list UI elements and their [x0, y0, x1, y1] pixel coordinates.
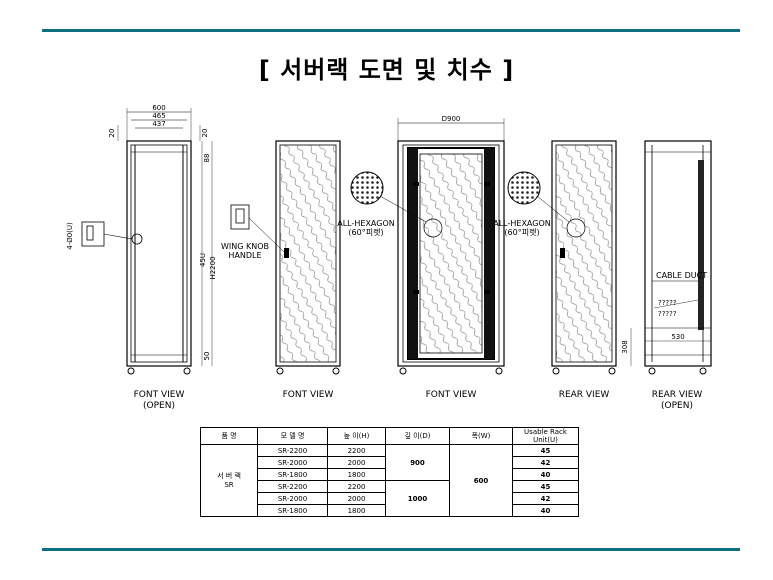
dim-437: 437 — [152, 120, 165, 128]
dim-knob: 4-Ø0(U) — [66, 222, 74, 250]
table-row: SR-2200 2200 1000 45 — [201, 480, 579, 517]
height-cell: 2000 — [327, 492, 386, 505]
dim-h2200: H2200 — [209, 256, 217, 279]
page-title: [ 서버랙 도면 및 치수 ] — [258, 56, 515, 84]
units-cell: 40 — [512, 504, 579, 517]
view-label-front: FONT VIEW — [282, 390, 334, 400]
model-cell: SR-2200 — [257, 444, 328, 457]
depth-cell-900: 900 — [385, 444, 450, 481]
model-cell: SR-2000 — [257, 456, 328, 469]
model-cell: SR-1800 — [257, 504, 328, 517]
height-cell: 2200 — [327, 444, 386, 457]
table-header-row: 품 명 모 델 명 높 이(H) 깊 이(D) 폭(W) Usable Rack… — [200, 427, 579, 445]
depth-cell-1000: 1000 — [385, 480, 450, 517]
header-product: 품 명 — [200, 427, 258, 445]
dim-20-right: 20 — [201, 129, 209, 138]
units-cell: 45 — [512, 480, 579, 493]
front-view-open: 600 465 437 20 20 45U H2200 88 50 4-Ø0(U… — [66, 104, 217, 375]
units-cell: 42 — [512, 492, 579, 505]
hexagon-label-front: ALL-HEXAGON(60°피렛) — [337, 219, 395, 237]
rear-note-2: ????? — [658, 299, 677, 307]
units-cell: 45 — [512, 444, 579, 457]
spec-table: 품 명 모 델 명 높 이(H) 깊 이(D) 폭(W) Usable Rack… — [200, 427, 579, 517]
height-cell: 1800 — [327, 468, 386, 481]
table-row: 서 버 랙 SR SR-2200 2200 900 600 45 — [200, 444, 579, 517]
view-label-rear-open: REAR VIEW (OPEN) — [651, 390, 703, 411]
hexagon-label-rear: ALL-HEXAGON(60°피렛) — [493, 219, 551, 237]
header-height: 높 이(H) — [327, 427, 386, 445]
header-model: 모 델 명 — [257, 427, 328, 445]
dim-308: 308 — [621, 340, 629, 353]
dim-20-left: 20 — [108, 129, 116, 138]
model-cell: SR-1800 — [257, 468, 328, 481]
rack-drawings: 600 465 437 20 20 45U H2200 88 50 4-Ø0(U… — [66, 104, 712, 375]
height-cell: 1800 — [327, 504, 386, 517]
product-cell: 서 버 랙 SR — [200, 444, 258, 517]
front-view-door: D900 ALL-HEXAGON(60°피렛) — [337, 115, 505, 375]
header-units: Usable Rack Unit(U) — [512, 427, 579, 445]
table-row: SR-1800 1800 40 — [201, 504, 579, 517]
model-cell: SR-2200 — [257, 480, 328, 493]
view-label-front-door: FONT VIEW — [425, 390, 477, 400]
dim-45u: 45U — [199, 253, 207, 267]
header-depth: 깊 이(D) — [385, 427, 450, 445]
dim-d900: D900 — [442, 115, 461, 123]
top-divider — [42, 29, 740, 32]
dim-465: 465 — [152, 112, 165, 120]
dim-530: 530 — [671, 333, 684, 341]
rear-view-open: CABLE DUCT ????? ????? 530 308 — [621, 140, 712, 375]
units-cell: 40 — [512, 468, 579, 481]
width-cell: 600 — [449, 444, 513, 517]
dim-88: 88 — [203, 154, 211, 163]
table-row: SR-2000 2000 42 — [201, 492, 579, 505]
cable-duct-label: CABLE DUCT — [656, 271, 707, 280]
rear-view: ALL-HEXAGON(60°피렛) — [493, 140, 617, 375]
rear-note-3: ????? — [658, 310, 677, 318]
table-row: SR-2000 2000 42 — [201, 456, 579, 469]
dim-600: 600 — [152, 104, 165, 112]
units-cell: 42 — [512, 456, 579, 469]
header-width: 폭(W) — [449, 427, 513, 445]
dim-50: 50 — [203, 352, 211, 361]
view-label-front-open: FONT VIEW (OPEN) — [133, 390, 185, 411]
height-cell: 2000 — [327, 456, 386, 469]
model-cell: SR-2000 — [257, 492, 328, 505]
height-cell: 2200 — [327, 480, 386, 493]
view-label-rear: REAR VIEW — [558, 390, 610, 400]
bottom-divider — [42, 548, 740, 551]
